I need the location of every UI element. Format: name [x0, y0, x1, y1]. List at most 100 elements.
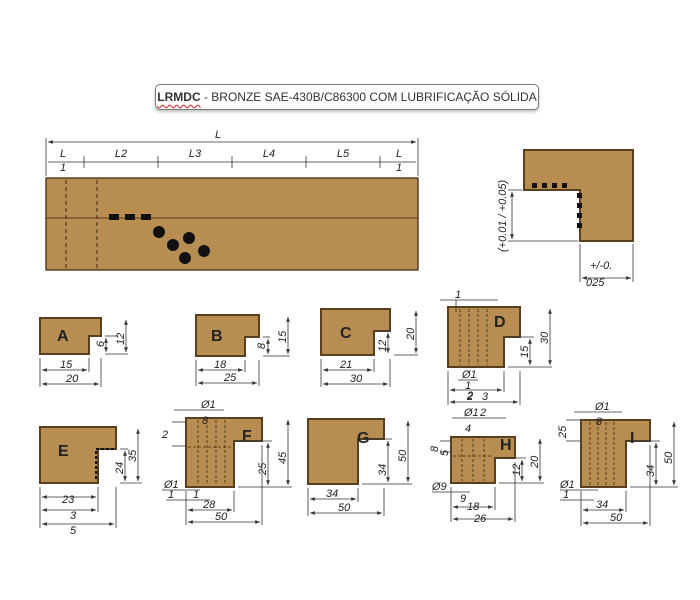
shape-h-dim-5: 12	[511, 464, 523, 476]
segment-label-l-right: L	[396, 148, 402, 160]
lubricant-slots	[109, 214, 151, 220]
shape-d-dim-3: Ø1	[461, 369, 477, 381]
shape-i-dim-2: 25	[557, 425, 569, 439]
shape-a-dim-1: 20	[65, 373, 79, 385]
lubricant-plugs	[153, 226, 210, 264]
shape-h-dim-0: Ø1	[463, 407, 479, 419]
shape-i-dim-0: Ø1	[594, 401, 610, 413]
shape-c-dim-1: 30	[350, 373, 363, 385]
segment-label-l4: L4	[263, 148, 275, 160]
bar-drawing: L L 1 L2 L3 L4 L5 L 1	[45, 129, 419, 271]
shape-h-dim-9: 18	[467, 501, 480, 513]
shape-e: E 23 3 5 24 35	[39, 426, 142, 537]
shape-f-dim-1: 8	[202, 415, 209, 427]
shape-i-letter: I	[630, 430, 634, 447]
shape-e-letter: E	[58, 443, 69, 460]
end-number-right: 1	[396, 162, 402, 174]
shape-i-dim-3: 34	[645, 465, 657, 477]
segment-label-l: L	[60, 148, 66, 160]
shape-e-dim-2: 5	[70, 525, 77, 537]
segment-label-l2: L2	[115, 148, 127, 160]
shape-h-dim-4: 5	[439, 449, 451, 456]
shape-a-letter: A	[57, 328, 69, 345]
shape-b-dim-3: 15	[277, 330, 289, 343]
shape-i-dim-8: 50	[610, 512, 623, 524]
shape-d-dim-2: 30	[539, 331, 551, 344]
shape-g-dim-3: 50	[397, 449, 409, 462]
shape-a-dim-3: 12	[115, 333, 127, 345]
horizontal-tolerance-line2: 025	[586, 277, 605, 289]
shape-b: B 18 25 8 15	[195, 314, 290, 386]
shape-f-dim-9: 50	[215, 511, 228, 523]
shape-d-dim-5: 2	[466, 391, 473, 403]
shape-d-dim-6: 2	[466, 390, 473, 402]
shape-d: D 1 15 30 Ø1 1 2 2 3	[440, 289, 552, 405]
shape-h-dim-1: 2	[479, 407, 486, 419]
shape-g-dim-2: 34	[377, 464, 389, 476]
shape-f-dim-5: Ø1	[163, 479, 179, 491]
shape-b-dim-2: 8	[256, 342, 268, 349]
shape-h-dim-8: 9	[460, 493, 466, 505]
shape-c-dim-2: 12	[377, 340, 389, 352]
shape-f-dim-0: Ø1	[200, 399, 216, 411]
bronze-bar	[45, 177, 419, 271]
shape-h-dim-10: 26	[473, 513, 487, 525]
title-separator: -	[200, 90, 212, 104]
shape-c-dim-3: 20	[405, 327, 417, 341]
shape-d-dim-0: 1	[455, 289, 461, 301]
shape-h-letter: H	[500, 437, 512, 454]
shape-d-dim-7: 3	[482, 391, 489, 403]
shape-b-letter: B	[211, 328, 223, 345]
shape-e-dim-0: 23	[61, 494, 75, 506]
shape-d-dim-1: 15	[519, 345, 531, 358]
shape-i: I Ø1 8 25 34 50 Ø1 1 34 50	[557, 401, 678, 526]
title-description: BRONZE SAE-430B/C86300 COM LUBRIFICAÇÃO …	[211, 90, 537, 104]
shape-f-dim-4: 45	[277, 451, 289, 464]
shape-f-dim-8: 28	[202, 499, 216, 511]
shape-b-dim-1: 25	[223, 372, 237, 384]
shape-i-dim-1: 8	[596, 416, 603, 428]
shape-h-dim-3: 8	[429, 445, 441, 452]
shape-d-letter: D	[494, 314, 506, 331]
shape-e-dim-1: 3	[70, 510, 77, 522]
end-number-left: 1	[60, 162, 66, 174]
shape-f-dim-2: 2	[161, 429, 168, 441]
shape-e-dim-4: 35	[127, 449, 139, 462]
vertical-tolerance-label: (+0.01 / +0.05)	[497, 180, 509, 252]
shape-f-dim-6: 1	[168, 489, 174, 501]
shape-e-dim-3: 24	[114, 462, 126, 475]
shape-c: C 21 30 12 20	[320, 308, 418, 387]
shape-b-dim-0: 18	[214, 359, 227, 371]
shape-f-letter: F	[242, 428, 252, 445]
shape-h-dim-7: Ø9	[431, 481, 447, 493]
shape-d-dim-4: 1	[465, 380, 471, 392]
shape-a: A 15 20 6 12	[39, 317, 128, 387]
segment-label-l3: L3	[189, 148, 202, 160]
shape-f: F Ø1 8 2 25 45 Ø1 1 1 28 50	[161, 399, 292, 525]
shape-g-dim-0: 34	[326, 488, 338, 500]
shape-g-letter: G	[357, 430, 369, 447]
shape-c-dim-0: 21	[339, 359, 352, 371]
profile-drawing: (+0.01 / +0.05) +/-0. 025	[497, 149, 634, 289]
shape-i-dim-6: 1	[563, 489, 569, 501]
shape-i-dim-5: Ø1	[559, 479, 575, 491]
shape-g-dim-1: 50	[338, 502, 351, 514]
horizontal-tolerance-line1: +/-0.	[590, 260, 612, 272]
shape-h-dim-2: 4	[465, 423, 471, 435]
shape-h-dim-6: 20	[529, 455, 541, 469]
shape-g: G 34 50 34 50	[307, 418, 412, 516]
title-box: LRMDC - BRONZE SAE-430B/C86300 COM LUBRI…	[155, 84, 539, 110]
shape-i-dim-7: 34	[596, 499, 608, 511]
profile-section	[523, 149, 634, 242]
shape-f-dim-7: 1	[193, 489, 199, 501]
shape-h: H Ø1 2 4 8 5 12 20 Ø9 9 18 26	[429, 407, 544, 525]
shape-i-dim-4: 50	[663, 451, 675, 464]
shape-f-dim-3: 25	[257, 462, 269, 476]
segment-label-l5: L5	[337, 148, 350, 160]
shape-a-dim-2: 6	[95, 340, 107, 347]
shape-a-dim-0: 15	[60, 359, 73, 371]
overall-length-label: L	[215, 129, 221, 141]
shape-c-letter: C	[340, 325, 352, 342]
title-code: LRMDC	[157, 90, 201, 104]
